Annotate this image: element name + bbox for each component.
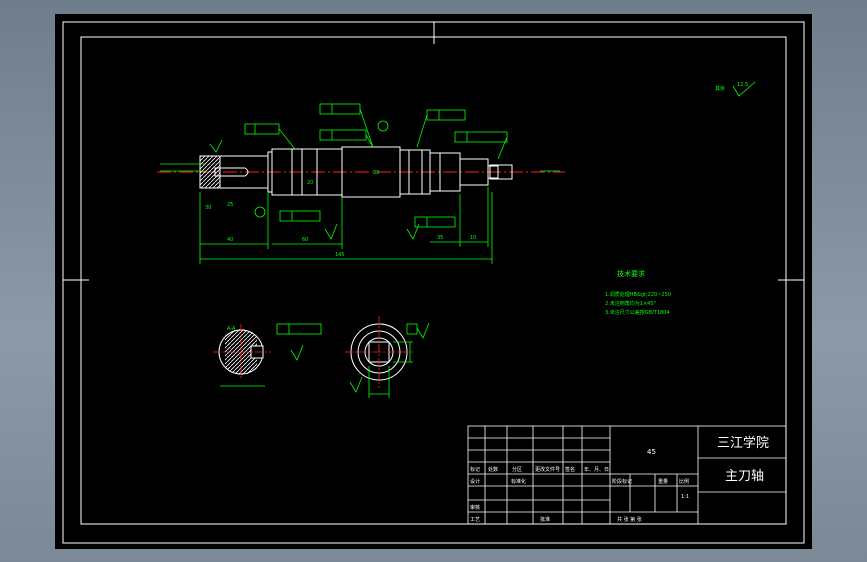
title-block: 45 三江学院 主刀轴 1:1 标记 处数 分区 更改文件号 签名 年、月、日 … <box>467 425 787 525</box>
tb-label-sign: 签名 <box>565 466 575 473</box>
dim-d4: 10 <box>470 235 476 241</box>
dim-d1: 40 <box>227 237 233 243</box>
part-name: 主刀轴 <box>725 469 764 484</box>
tb-stage: 阶段标记 <box>612 478 632 485</box>
tb-label-zone: 分区 <box>512 466 522 473</box>
tech-req-item-1: 1.调质处理HB&gt;220~250 <box>605 291 671 298</box>
cad-viewport[interactable]: 145 40 60 35 10 30 25 20 38 A-A <box>55 14 812 549</box>
dim-d3: 35 <box>437 235 443 241</box>
tb-process: 工艺 <box>470 517 480 523</box>
material-mark: 45 <box>647 448 656 456</box>
roughness-value: 12.5 <box>737 82 748 88</box>
dim-d5: 30 <box>205 205 211 211</box>
tech-req-item-2: 2.未注倒角均为1×45° <box>605 300 657 307</box>
roughness-note: 其余 12.5 <box>715 81 756 97</box>
dim-d6: 25 <box>227 202 233 208</box>
dim-d8: 38 <box>373 170 379 176</box>
tb-label-mark: 标记 <box>470 466 480 473</box>
school-name: 三江学院 <box>717 435 769 451</box>
tb-design: 设计 <box>470 478 480 485</box>
tb-scale: 比例 <box>679 478 689 485</box>
tb-sheets: 共 张 第 张 <box>617 516 642 523</box>
tb-label-count: 处数 <box>488 466 498 473</box>
section-a-a: A-A <box>213 323 322 387</box>
shaft-main-view <box>157 146 565 198</box>
tb-review: 审核 <box>470 504 480 511</box>
tb-std: 标准化 <box>511 478 526 485</box>
dim-overall: 145 <box>335 252 345 258</box>
tech-req-item-3: 3.未注尺寸公差按GB/T1804 <box>605 309 670 316</box>
centering-marks <box>63 22 804 281</box>
dim-d2: 60 <box>302 237 308 243</box>
section-label: A-A <box>227 326 236 332</box>
end-view <box>345 316 430 398</box>
tb-label-date: 年、月、日 <box>584 466 609 473</box>
dimension-texts: 145 40 60 35 10 30 25 20 38 <box>205 170 476 258</box>
tech-req-title: 技术要求 <box>617 269 645 278</box>
dim-d7: 20 <box>307 180 313 186</box>
tb-approve: 批准 <box>540 516 550 523</box>
sheet-outer-frame <box>62 21 805 544</box>
tech-requirements: 技术要求 1.调质处理HB&gt;220~250 2.未注倒角均为1×45° 3… <box>605 269 671 316</box>
tb-weight: 重量 <box>658 478 668 485</box>
tb-label-change-doc: 更改文件号 <box>535 466 560 473</box>
roughness-note-label: 其余 <box>715 85 725 92</box>
dimension-lines <box>160 103 560 264</box>
cad-drawing: 145 40 60 35 10 30 25 20 38 A-A <box>62 21 805 544</box>
scale-value: 1:1 <box>681 494 689 500</box>
